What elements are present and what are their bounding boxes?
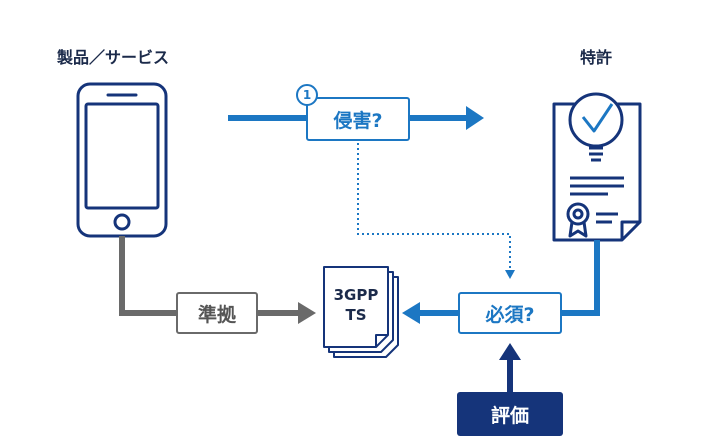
infringement-box: 侵害? (306, 97, 410, 141)
compliance-box: 準拠 (176, 292, 258, 334)
essential-arrowhead (402, 302, 420, 324)
compliance-connector (119, 236, 176, 316)
patent-certificate-icon (552, 92, 642, 242)
smartphone-icon (76, 82, 168, 238)
patent-connector (562, 240, 600, 316)
spec-document-line2: TS (345, 306, 367, 324)
spec-document-label: 3GPP TS (324, 285, 388, 325)
spec-document-icon (323, 266, 399, 358)
infringement-arrowhead (466, 106, 484, 130)
evaluation-box: 評価 (457, 392, 563, 436)
dotted-link-arrowhead (505, 270, 515, 279)
patent-label: 特許 (580, 48, 613, 67)
dotted-link (357, 143, 511, 272)
spec-document-line1: 3GPP (333, 286, 379, 304)
essential-box: 必須? (458, 292, 562, 334)
step-number-badge: 1 (296, 84, 318, 106)
compliance-arrowhead (298, 302, 316, 324)
product-service-label: 製品／サービス (57, 48, 170, 67)
evaluation-arrowhead (499, 343, 521, 360)
